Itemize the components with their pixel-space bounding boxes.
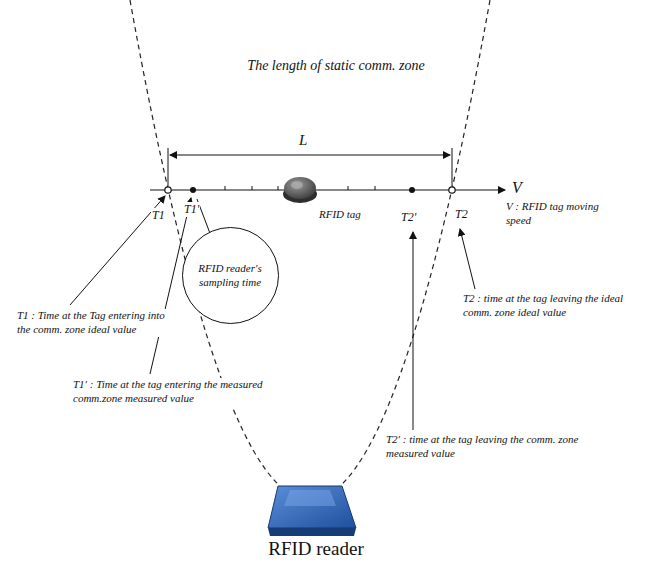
rfid-reader-icon bbox=[268, 486, 356, 536]
ideal-entry-point bbox=[165, 187, 171, 193]
annotation: T2' : time at the tag leaving the comm. … bbox=[385, 433, 597, 461]
time-label: T1' bbox=[183, 202, 200, 217]
speed-symbol: V bbox=[511, 178, 523, 198]
annotation: T2 : time at the tag leaving the ideal c… bbox=[462, 292, 654, 320]
measured-exit-point bbox=[409, 187, 415, 193]
annotation: T1 : Time at the Tag entering into the c… bbox=[16, 309, 176, 337]
annotation: T1' : Time at the tag entering the measu… bbox=[72, 378, 274, 406]
length-dimension bbox=[170, 154, 450, 155]
reader-label: RFID reader bbox=[215, 537, 417, 561]
callout-text: RFID reader's sampling time bbox=[183, 261, 278, 290]
time-label: T2 bbox=[454, 207, 469, 222]
tag-label: RFID tag bbox=[318, 208, 362, 222]
callout-circle: RFID reader's sampling time bbox=[182, 227, 279, 324]
measured-entry-point bbox=[190, 187, 196, 193]
zone-title: The length of static comm. zone bbox=[205, 57, 467, 75]
speed-note: V : RFID tag moving speed bbox=[505, 200, 627, 228]
ideal-exit-point bbox=[449, 187, 455, 193]
time-label: T1 bbox=[151, 208, 166, 223]
leader-arrow bbox=[460, 229, 475, 289]
rfid-tag-icon bbox=[283, 177, 317, 203]
length-label: L bbox=[298, 131, 308, 150]
leader-arrow bbox=[413, 232, 414, 430]
comm-zone-boundary bbox=[130, 0, 490, 500]
time-label: T2' bbox=[400, 210, 417, 225]
leader-arrow bbox=[70, 196, 165, 305]
